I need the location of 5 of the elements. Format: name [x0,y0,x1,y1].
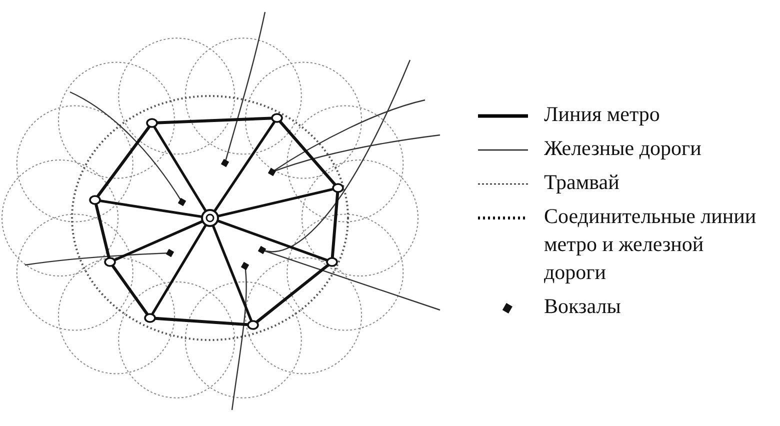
legend-text: Соединительные линии метро и железной дороги [544,203,758,286]
legend-text: Линия метро [544,101,661,128]
legend-text: Вокзалы [544,293,622,320]
legend-text: Железные дороги [544,135,702,162]
legend-text: Трамвай [544,169,620,196]
